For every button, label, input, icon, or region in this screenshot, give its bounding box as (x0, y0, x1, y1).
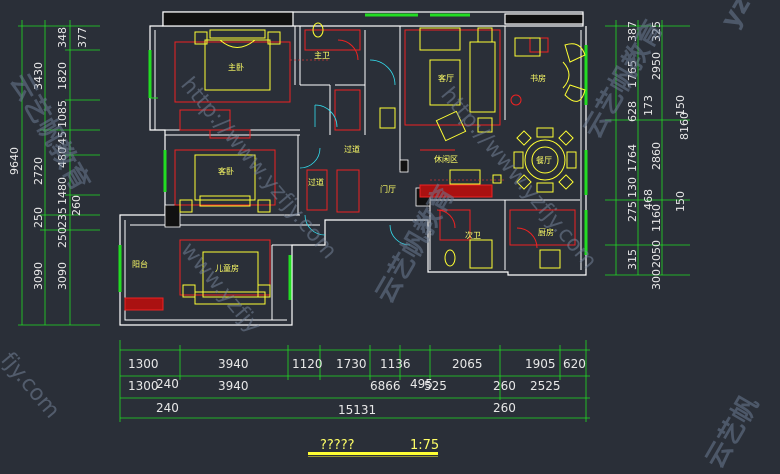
dim-l-in-3: 1085 (56, 100, 69, 128)
watermark-8: 云艺帆 (700, 391, 765, 474)
dim-l-in-1: 377 (76, 27, 89, 48)
windows (118, 13, 588, 300)
dim-r-mid-4: 300 (650, 269, 663, 290)
dimensions-left: 9640 3430 2720 250 3090 348 377 1820 108… (8, 20, 100, 326)
dim-r-mid-1: 2860 (650, 142, 663, 170)
dimensions-right: 8160 2950 2860 1160 2050 300 387 325 176… (605, 20, 691, 290)
dim-b2-7: 2525 (530, 379, 561, 393)
dim-l-in-2: 1820 (56, 62, 69, 90)
label-master-bedroom: 主卧 (228, 62, 244, 72)
dim-b1-0: 1300 (128, 357, 159, 371)
dim-b1-7: 620 (563, 357, 586, 371)
label-study: 书房 (530, 73, 546, 83)
floor-plan (119, 11, 587, 326)
drawing-title-block: ????? 1:75 (308, 438, 439, 457)
dim-l-in-9: 250 (56, 227, 69, 248)
label-second-bath: 次卫 (465, 230, 481, 240)
drawing-title: ????? (320, 438, 355, 453)
watermark-0: yzfjy (715, 0, 776, 34)
dim-b1-5: 2065 (452, 357, 483, 371)
dim-r-in-7: 130 (626, 177, 639, 198)
dim-r-mid-3: 2050 (650, 240, 663, 268)
interior-walls (130, 26, 580, 320)
dim-b2-2: 3940 (218, 379, 249, 393)
dim-r-in-3: 628 (626, 101, 639, 122)
dimensions-bottom: 1300 3940 1120 1730 1136 2065 1905 620 1… (119, 340, 590, 422)
guide-lines (290, 59, 505, 181)
dim-l-in-0: 348 (56, 27, 69, 48)
dim-r-in-9: 468 (642, 189, 655, 210)
label-kitchen: 厨房 (538, 227, 554, 237)
watermark-5: 云艺帆教育 (369, 180, 461, 308)
label-living-room: 客厅 (438, 73, 454, 83)
dim-b1-2: 1120 (292, 357, 323, 371)
dim-l-mid-3: 3090 (32, 262, 45, 290)
dim-b3-1: 15131 (338, 403, 376, 417)
furniture-yellow (179, 22, 586, 305)
dim-r-in-11: 315 (626, 249, 639, 270)
dim-b1-6: 1905 (525, 357, 556, 371)
door-swings (299, 59, 411, 246)
dim-r-in-2: 1765 (626, 60, 639, 88)
label-balcony: 阳台 (132, 259, 148, 269)
dim-r-mid-0: 2950 (650, 52, 663, 80)
dim-l-outer-0: 9640 (8, 147, 21, 175)
dim-r-in-1: 325 (650, 21, 663, 42)
dim-b2-5: 525 (424, 379, 447, 393)
dim-l-in-8: 260 (70, 195, 83, 216)
dim-b1-4: 1136 (380, 357, 411, 371)
label-master-bath: 主卫 (314, 50, 330, 60)
watermark-3: 云艺帆教育 (4, 68, 96, 196)
dim-l-mid-1: 2720 (32, 157, 45, 185)
dim-r-in-8: 275 (626, 201, 639, 222)
dim-l-in-5: 480 (56, 147, 69, 168)
watermark-7: www.yzfjy (175, 238, 265, 339)
label-leisure-area: 休闲区 (434, 154, 458, 164)
furniture-red (124, 29, 576, 311)
dim-l-in-6: 1480 (56, 177, 69, 205)
dim-b1-3: 1730 (336, 357, 367, 371)
dim-r-in-4: 173 (642, 95, 655, 116)
dim-b3-2: 260 (493, 401, 516, 415)
dim-b2-3: 6866 (370, 379, 401, 393)
dim-l-in-7: 235 (56, 207, 69, 228)
dim-b2-6: 260 (493, 379, 516, 393)
watermark-1: http://www.yzfjy.com (175, 73, 341, 264)
dim-l-in-4: 745 (56, 131, 69, 152)
door-swings-red (337, 39, 538, 249)
dim-r-in-5: 150 (674, 95, 687, 116)
dim-l-in-10: 3090 (56, 262, 69, 290)
dim-b3-0: 240 (156, 401, 179, 415)
label-corridor-1: 过道 (344, 144, 360, 154)
watermark-6: fjy.com (0, 348, 65, 424)
dim-b2-4: 495 (410, 377, 433, 391)
dim-r-in-10: 150 (674, 191, 687, 212)
dim-r-mid-2: 1160 (650, 204, 663, 232)
dim-b2-0: 1300 (128, 379, 159, 393)
label-corridor-2: 过道 (308, 177, 324, 187)
label-guest-bedroom: 客卧 (218, 166, 234, 176)
dim-b1-1: 3940 (218, 357, 249, 371)
label-dining-room: 餐厅 (536, 156, 552, 165)
dim-l-mid-2: 250 (32, 207, 45, 228)
drawing-scale: 1:75 (410, 438, 439, 453)
label-child-bedroom: 儿童房 (215, 263, 239, 273)
title-underline (308, 452, 438, 455)
label-foyer: 门厅 (380, 184, 396, 194)
room-labels: 主卧 主卫 客厅 书房 客卧 过道 过道 休闲区 餐厅 门厅 阳台 儿童房 次卫… (132, 50, 554, 273)
dim-l-mid-0: 3430 (32, 62, 45, 90)
dim-r-in-6: 1764 (626, 144, 639, 172)
dim-r-in-0: 387 (626, 21, 639, 42)
dim-r-outer-0: 8160 (678, 112, 691, 140)
dim-b2-1: 240 (156, 377, 179, 391)
